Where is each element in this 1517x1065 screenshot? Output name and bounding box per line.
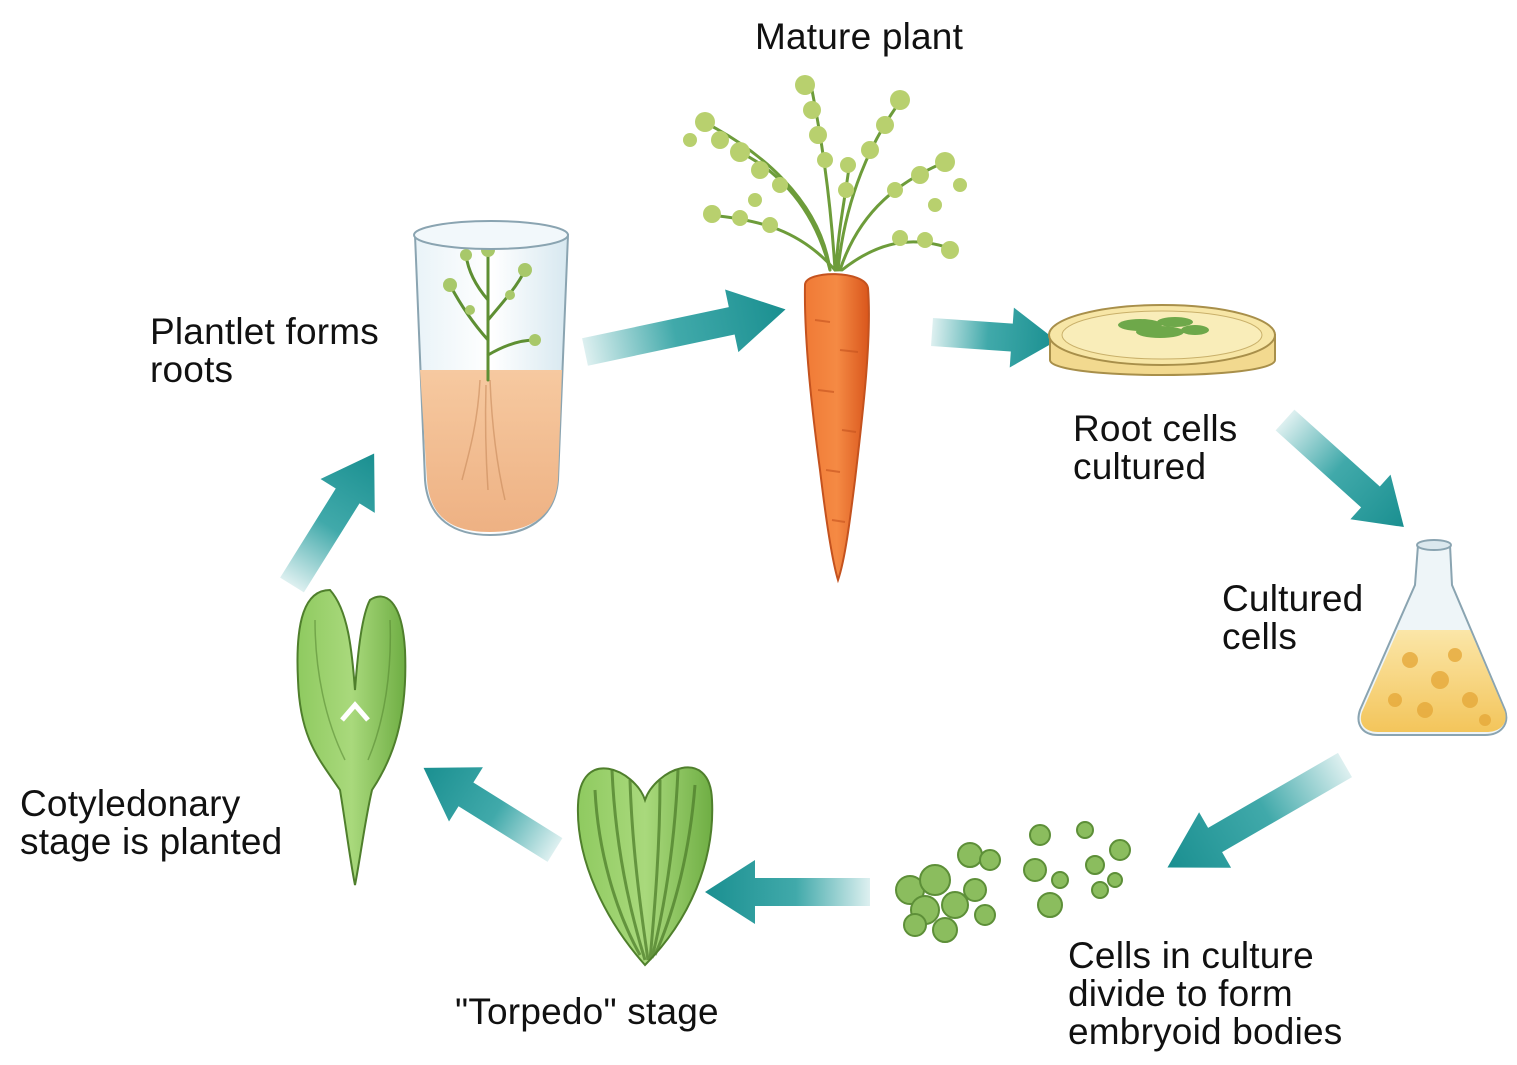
label-line: Mature plant bbox=[755, 18, 963, 56]
label-line: roots bbox=[150, 351, 379, 389]
label-line: cultured bbox=[1073, 448, 1237, 486]
label-root-cells-cultured: Root cells cultured bbox=[1073, 410, 1237, 486]
label-line: Root cells bbox=[1073, 410, 1237, 448]
label-line: "Torpedo" stage bbox=[455, 993, 719, 1031]
label-mature-plant: Mature plant bbox=[755, 18, 963, 56]
cycle-arrow-5 bbox=[705, 860, 870, 924]
cycle-arrow-4 bbox=[1151, 737, 1361, 895]
label-line: Cells in culture bbox=[1068, 937, 1342, 975]
label-line: divide to form bbox=[1068, 975, 1342, 1013]
embryoid-bodies-illustration bbox=[896, 822, 1130, 942]
label-line: Plantlet forms bbox=[150, 313, 379, 351]
torpedo-embryo-illustration bbox=[578, 767, 712, 965]
cotyledonary-embryo-illustration bbox=[297, 590, 405, 885]
label-line: stage is planted bbox=[20, 823, 282, 861]
cycle-arrow-1 bbox=[578, 278, 792, 383]
cycle-arrow-7 bbox=[265, 437, 401, 602]
label-line: cells bbox=[1222, 618, 1363, 656]
label-embryoid-bodies: Cells in culture divide to form embryoid… bbox=[1068, 937, 1342, 1051]
flask-illustration bbox=[1359, 540, 1507, 735]
label-cotyledonary-stage: Cotyledonary stage is planted bbox=[20, 785, 282, 861]
label-cultured-cells: Cultured cells bbox=[1222, 580, 1363, 656]
label-torpedo-stage: "Torpedo" stage bbox=[455, 993, 719, 1031]
label-line: embryoid bodies bbox=[1068, 1013, 1342, 1051]
petri-dish-illustration bbox=[1049, 305, 1275, 375]
label-plantlet-forms-roots: Plantlet forms roots bbox=[150, 313, 379, 389]
cycle-arrow-2 bbox=[930, 302, 1059, 371]
cycle-arrow-6 bbox=[407, 741, 572, 877]
label-line: Cotyledonary bbox=[20, 785, 282, 823]
cycle-arrow-3 bbox=[1265, 398, 1424, 550]
plantlet-test-tube-illustration bbox=[414, 221, 568, 535]
label-line: Cultured bbox=[1222, 580, 1363, 618]
